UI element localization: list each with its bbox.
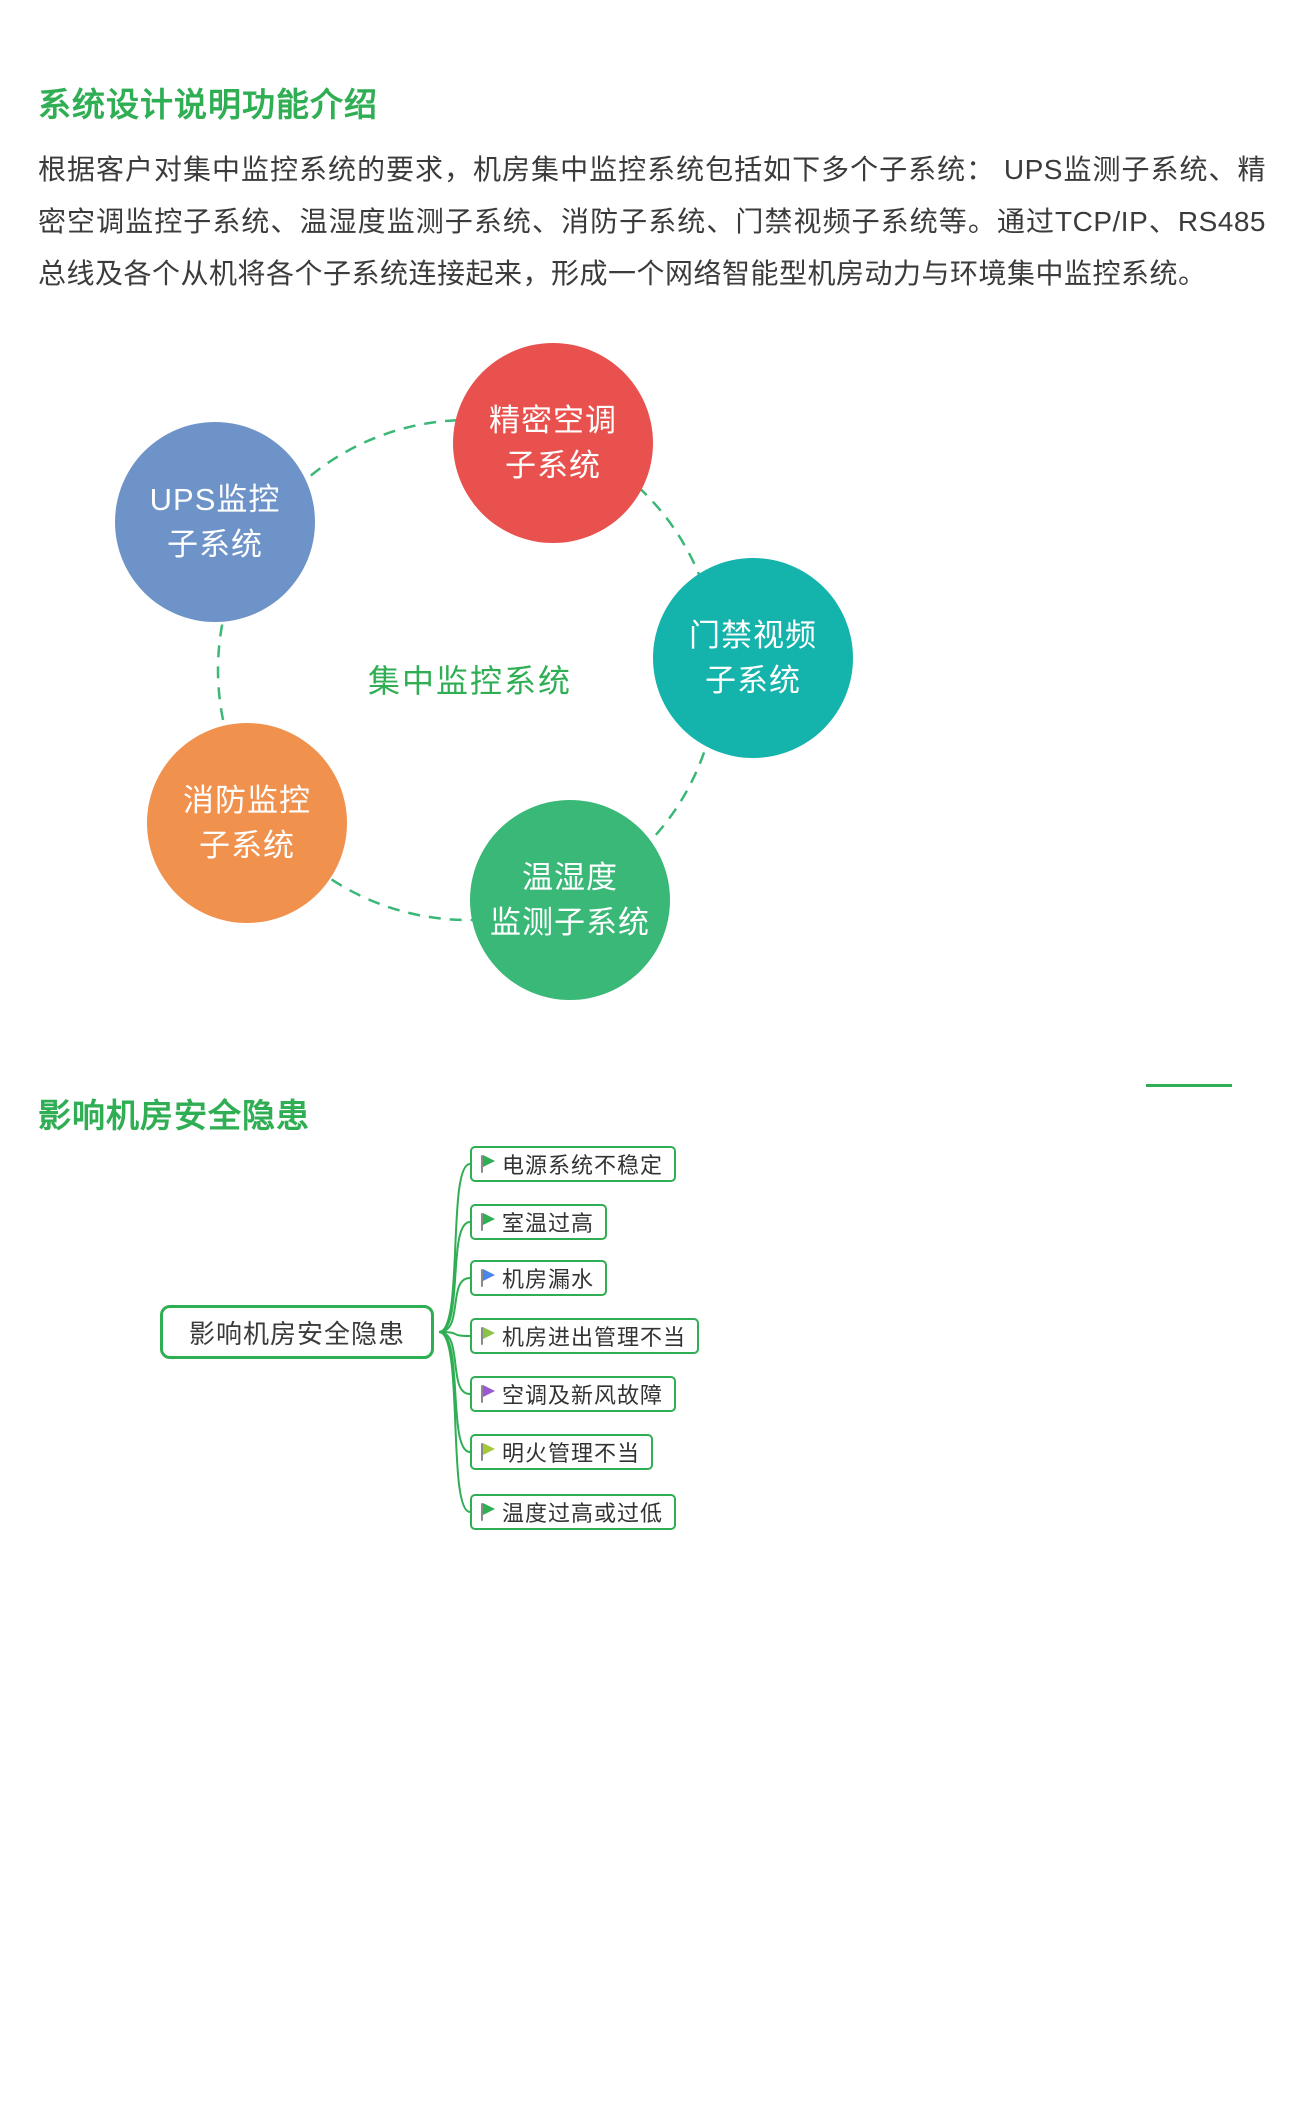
flag-icon: [480, 1212, 495, 1232]
mindmap-leaf-room-temp-high: 室温过高: [470, 1204, 608, 1240]
flag-icon: [480, 1326, 495, 1346]
leaf-label: 明火管理不当: [502, 1441, 641, 1466]
node-access-video-subsystem: 门禁视频 子系统: [653, 558, 853, 758]
node-label-line2: 子系统: [167, 527, 263, 562]
intro-paragraph: 根据客户对集中监控系统的要求，机房集中监控系统包括如下多个子系统： UPS监测子…: [38, 154, 1266, 289]
node-label-line2: 子系统: [705, 663, 801, 698]
leaf-label: 温度过高或过低: [502, 1501, 664, 1526]
node-precision-ac-subsystem: 精密空调 子系统: [453, 343, 653, 543]
mindmap-leaf-open-flame: 明火管理不当: [470, 1434, 654, 1470]
node-label-line1: 消防监控: [183, 783, 311, 818]
mindmap-connectors: [438, 1163, 471, 1513]
mindmap-leaf-power-unstable: 电源系统不稳定: [470, 1146, 677, 1182]
node-temp-humidity-subsystem: 温湿度 监测子系统: [470, 800, 670, 1000]
mindmap-leaf-temp-out-of-range: 温度过高或过低: [470, 1494, 677, 1530]
node-label-line1: 温湿度: [522, 860, 618, 895]
risks-mindmap: 影响机房安全隐患 电源系统不稳定 室温过高 机房漏水 机房进出管理不当 空调及新…: [0, 1130, 1300, 1560]
leaf-label: 电源系统不稳定: [502, 1153, 664, 1178]
node-label-line2: 监测子系统: [490, 905, 650, 940]
node-label-line1: 精密空调: [489, 403, 617, 438]
diagram-center-label: 集中监控系统: [367, 663, 572, 699]
intro-section-title: 系统设计说明功能介绍: [38, 86, 378, 124]
mindmap-leaf-water-leak: 机房漏水: [470, 1260, 608, 1296]
mindmap-leaf-access-mismanagement: 机房进出管理不当: [470, 1318, 700, 1354]
section-title-rule: [1146, 1084, 1232, 1087]
flag-icon: [480, 1154, 495, 1174]
leaf-label: 室温过高: [502, 1211, 595, 1236]
node-fire-monitoring-subsystem: 消防监控 子系统: [147, 723, 347, 923]
node-label-line1: UPS监控: [149, 482, 281, 517]
leaf-label: 机房漏水: [502, 1267, 595, 1292]
subsystem-circle-diagram: UPS监控 子系统 精密空调 子系统 门禁视频 子系统 温湿度 监测子系统 消防…: [0, 330, 1000, 1020]
mindmap-leaf-hvac-failure: 空调及新风故障: [470, 1376, 677, 1412]
node-label-line2: 子系统: [199, 828, 295, 863]
leaf-label: 机房进出管理不当: [502, 1325, 687, 1350]
flag-icon: [480, 1268, 495, 1288]
flag-icon: [480, 1502, 495, 1522]
flag-icon: [480, 1384, 495, 1404]
node-ups-subsystem: UPS监控 子系统: [115, 422, 315, 622]
node-label-line2: 子系统: [505, 448, 601, 483]
node-label-line1: 门禁视频: [689, 618, 817, 653]
risks-section-title: 影响机房安全隐患: [38, 1097, 310, 1135]
leaf-label: 空调及新风故障: [502, 1383, 664, 1408]
mindmap-root-node: 影响机房安全隐患: [160, 1305, 434, 1359]
flag-icon: [480, 1442, 495, 1462]
